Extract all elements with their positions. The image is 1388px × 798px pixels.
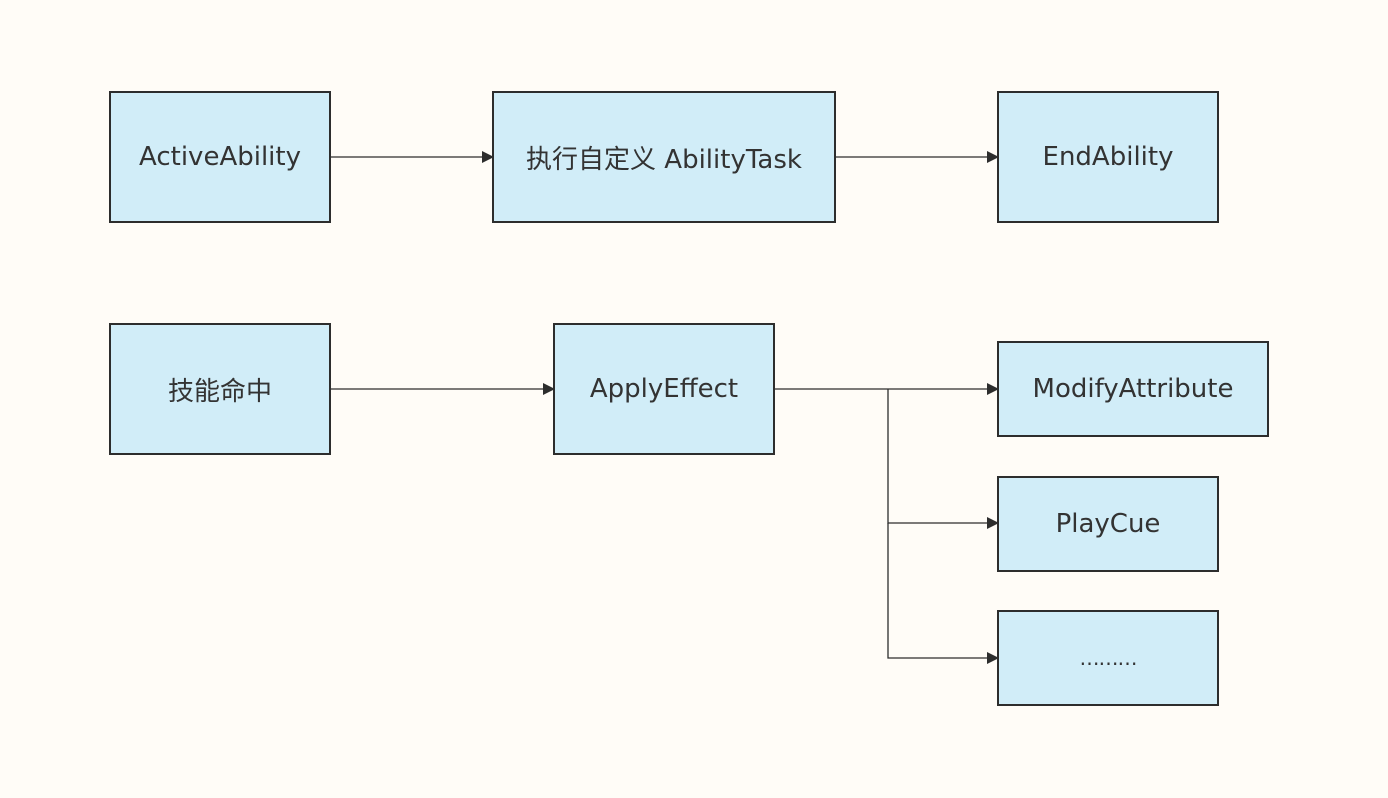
node-label: 执行自定义 AbilityTask bbox=[526, 144, 802, 175]
node-label: 技能命中 bbox=[167, 376, 272, 407]
node-active-ability[interactable]: ActiveAbility bbox=[109, 91, 331, 223]
node-label: ……… bbox=[1079, 646, 1138, 670]
node-label: EndAbility bbox=[1042, 142, 1174, 172]
node-ability-task[interactable]: 执行自定义 AbilityTask bbox=[492, 91, 836, 223]
edge-applyeffect-to-more bbox=[887, 523, 999, 664]
node-play-cue[interactable]: PlayCue bbox=[997, 476, 1219, 572]
node-label: PlayCue bbox=[1055, 509, 1161, 539]
node-end-ability[interactable]: EndAbility bbox=[997, 91, 1219, 223]
node-skill-hit[interactable]: 技能命中 bbox=[109, 323, 331, 455]
node-label: ApplyEffect bbox=[589, 374, 739, 404]
node-more[interactable]: ……… bbox=[997, 610, 1219, 706]
edge-applyeffect-to-playcue bbox=[887, 389, 999, 529]
node-label: ModifyAttribute bbox=[1032, 374, 1234, 404]
node-modify-attribute[interactable]: ModifyAttribute bbox=[997, 341, 1269, 437]
node-label: ActiveAbility bbox=[139, 142, 301, 172]
node-apply-effect[interactable]: ApplyEffect bbox=[553, 323, 775, 455]
